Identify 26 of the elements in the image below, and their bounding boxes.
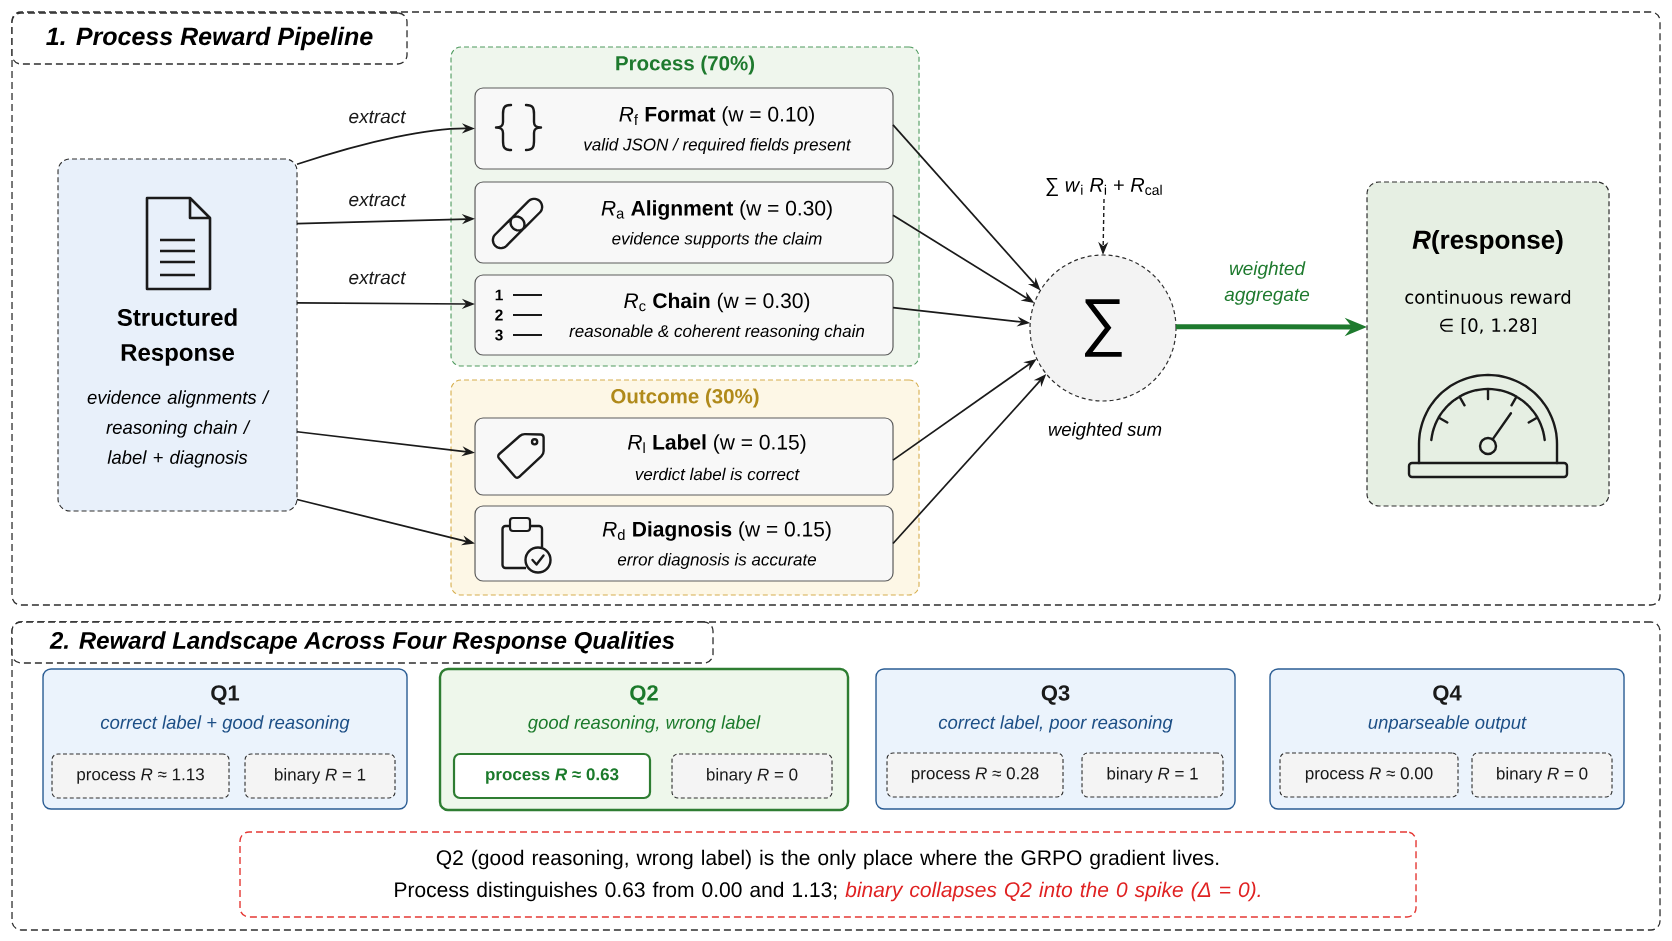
list-number: 2 [495, 309, 503, 321]
value-pill: process R ≈ 1.13 [51, 753, 230, 799]
reward-box: R$_{a}$ Alignment (w = 0.30) evidence supports the claim [474, 181, 894, 264]
value-pill: binary R = 1 [244, 753, 396, 799]
formula: ∑ w$_{i}$ R$_{i}$ + R$_{cal}$ [1046, 178, 1162, 196]
list-number: 1 [495, 289, 503, 301]
section-heading: 2. Reward Landscape Across Four Response Qualities [11, 621, 714, 664]
edge-label: extract [347, 270, 407, 286]
source-box: Structured Response evidence alignments / reasoning chain / label + diagnosis [57, 158, 298, 512]
node-label: weighted sum [1048, 422, 1162, 440]
value-pill: process R ≈ 0.28 [886, 752, 1064, 798]
reward-box: R$_{d}$ Diagnosis (w = 0.15) error diagnosis is accurate [474, 505, 894, 582]
value-pill: process R ≈ 0.00 [1279, 752, 1459, 798]
reward-box: R$_{f}$ Format (w = 0.10) valid JSON / required fields present [474, 87, 894, 170]
value-pill: process R ≈ 0.63 [452, 752, 652, 800]
value-pill: binary R = 0 [671, 753, 833, 799]
reward-box: R$_{l}$ Label (w = 0.15) verdict label is correct [474, 417, 894, 496]
edge-label: weighted aggregate [1209, 259, 1325, 307]
value-pill: binary R = 0 [1471, 752, 1613, 798]
result-box: R(response) continuous reward ∈ [0, 1.28] [1366, 181, 1610, 507]
section-heading: 1. Process Reward Pipeline [11, 12, 408, 65]
edge-label: extract [347, 192, 407, 208]
edge-label: extract [347, 109, 407, 125]
list-number: 3 [495, 329, 503, 341]
note-box: Q2 (good reasoning, wrong label) is the only place where the GRPO gradient lives. Process distinguishes 0.63 from 0.00 and 1.13; binary collapses Q2 into the 0 spike (Δ = 0). [239, 831, 1417, 918]
value-pill: binary R = 1 [1081, 752, 1224, 798]
